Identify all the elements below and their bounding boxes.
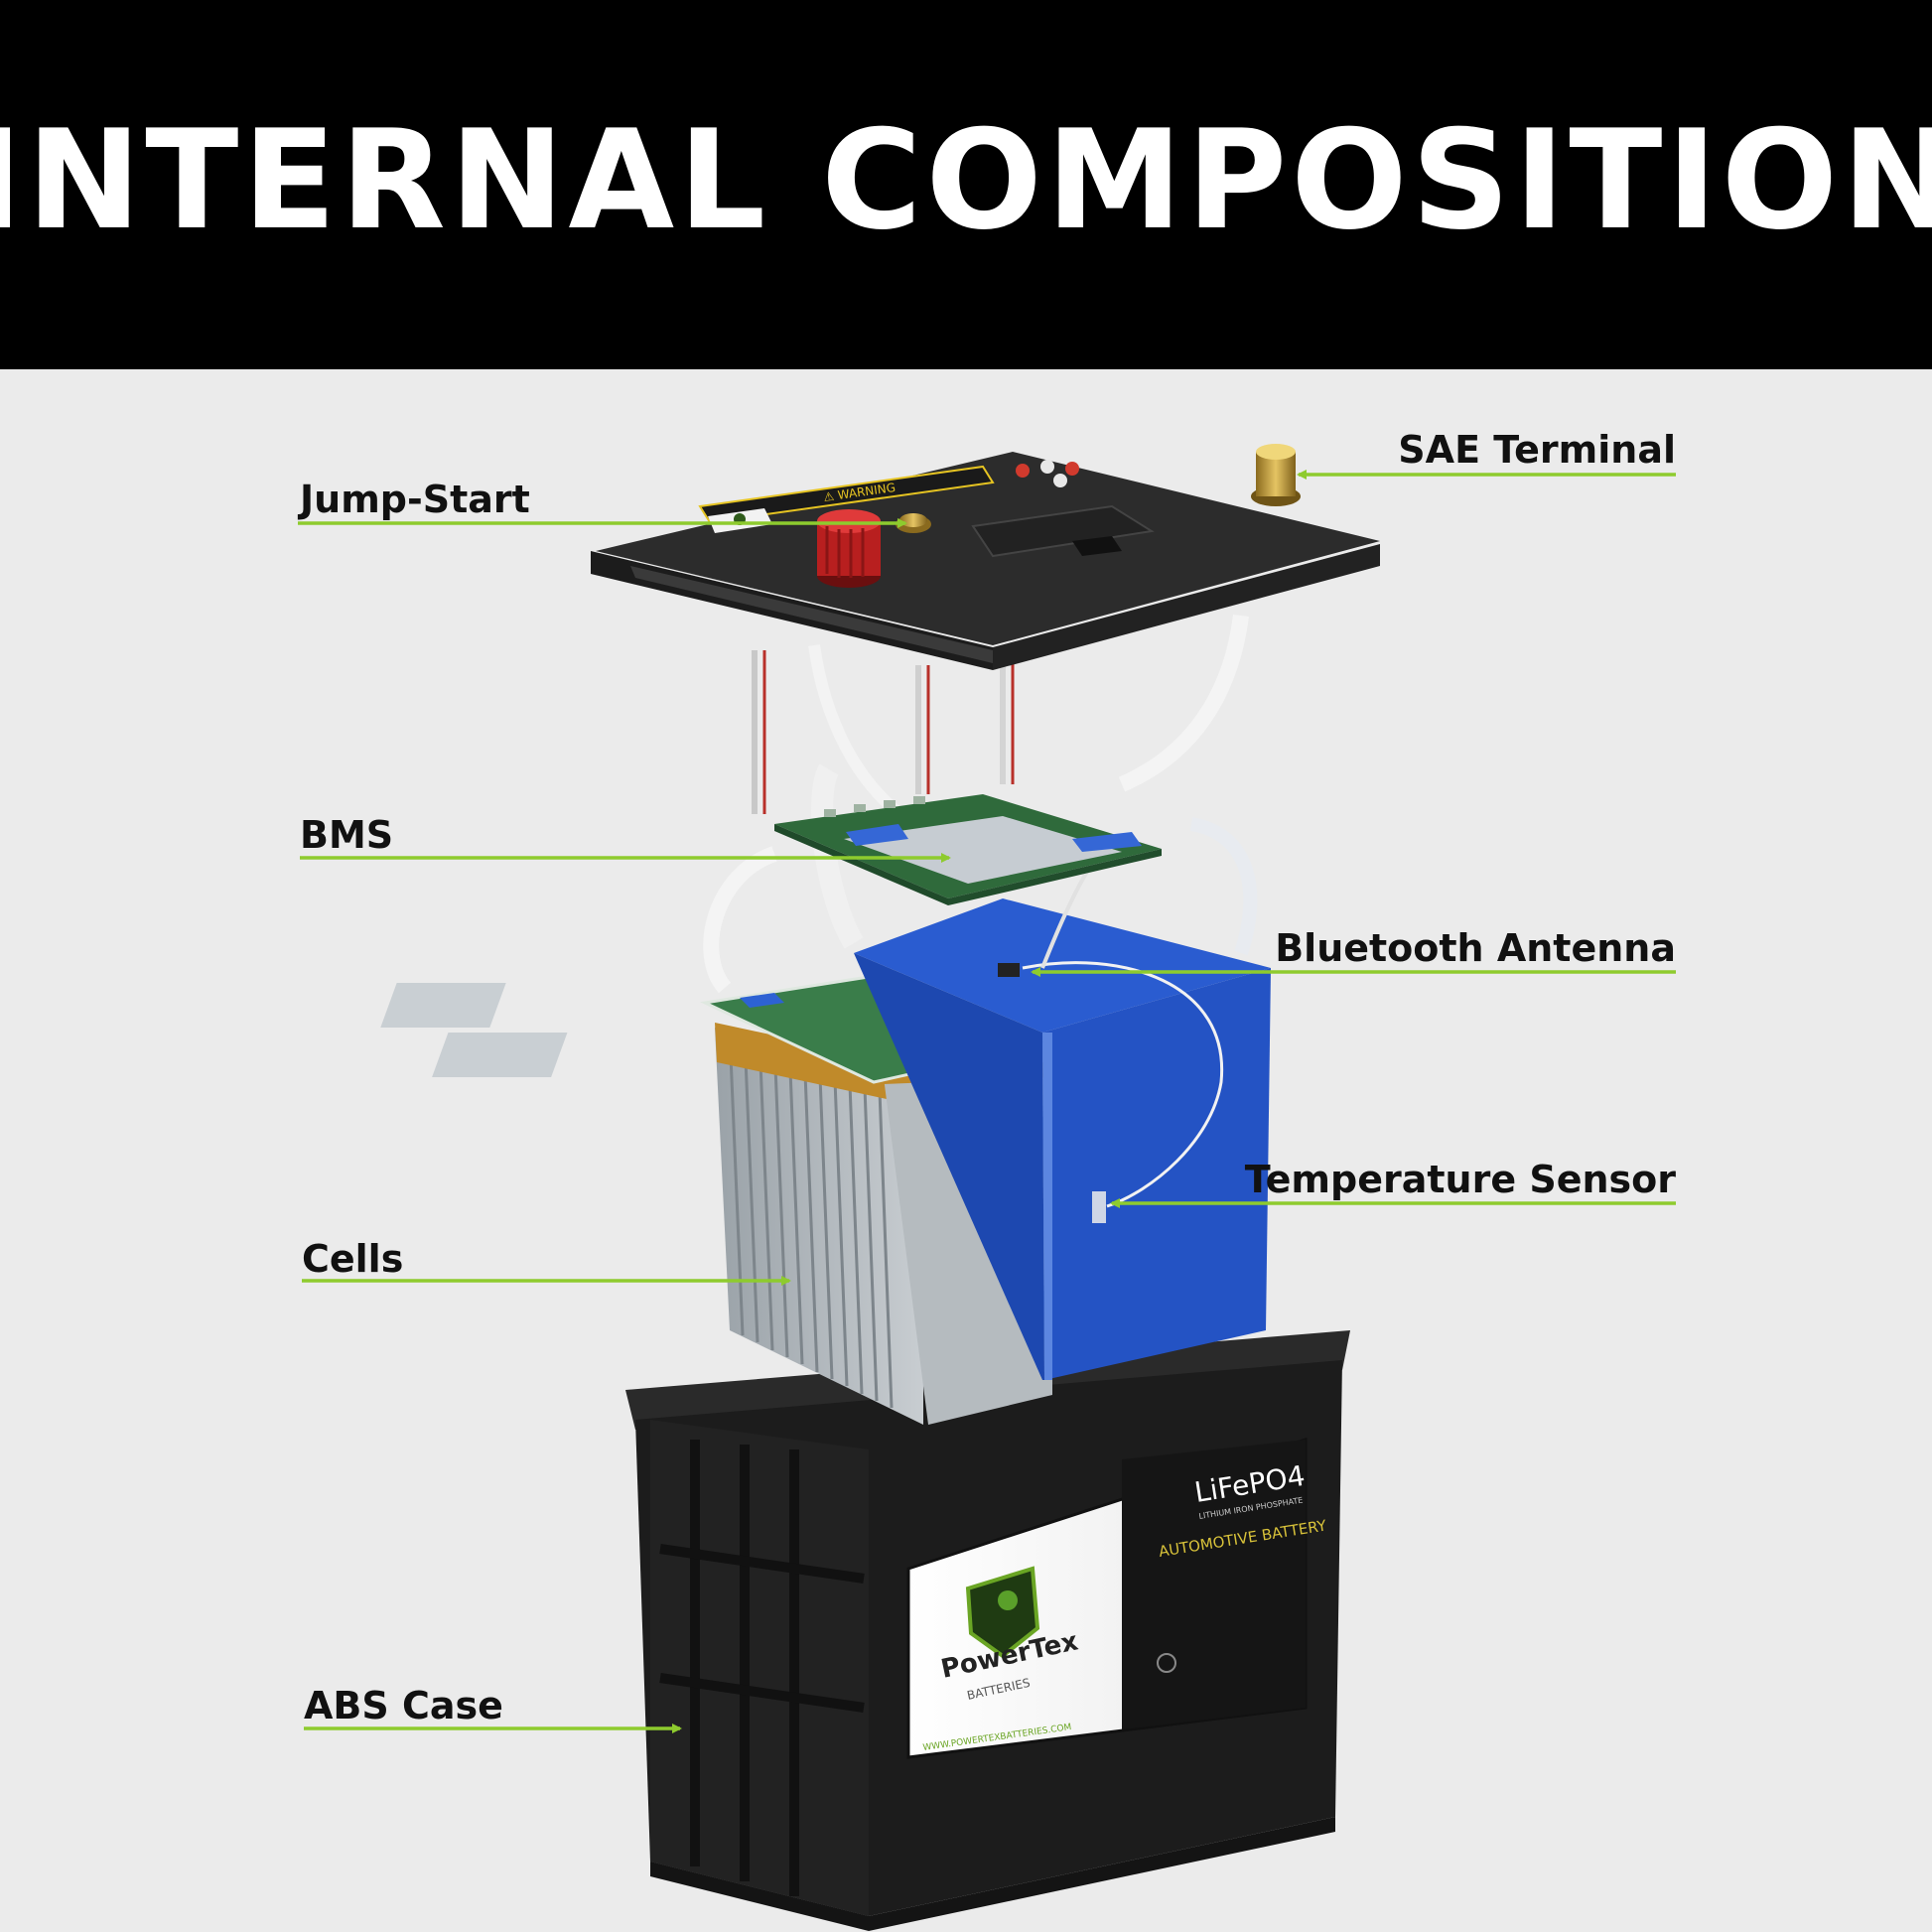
label-bms: BMS	[300, 813, 394, 857]
label-bluetooth-antenna: Bluetooth Antenna	[1275, 926, 1676, 970]
bms-board	[774, 794, 1162, 905]
label-jump-start: Jump-Start	[300, 478, 530, 521]
sae-terminal-icon	[1251, 444, 1301, 506]
blue-module	[854, 898, 1271, 1380]
temperature-sensor-pad	[1092, 1191, 1106, 1223]
bluetooth-antenna-module	[998, 963, 1020, 977]
header-bar: INTERNAL COMPOSITION	[0, 0, 1932, 369]
label-temperature-sensor: Temperature Sensor	[1244, 1158, 1676, 1201]
label-sae-terminal: SAE Terminal	[1398, 428, 1676, 472]
positive-terminal-icon	[817, 509, 881, 588]
page-title: INTERNAL COMPOSITION	[0, 99, 1932, 260]
battery-lid: ⚠ WARNING	[591, 444, 1380, 670]
recycle-icon	[1157, 1653, 1176, 1673]
label-cells: Cells	[302, 1237, 404, 1281]
leader-lines	[298, 470, 1676, 1733]
dino-logo-icon	[965, 1566, 1040, 1659]
lid-indicator-buttons	[1016, 460, 1079, 487]
label-abs-case: ABS Case	[304, 1684, 503, 1727]
abs-case: PowerTex BATTERIES LiFePO4 LITHIUM IRON …	[625, 1330, 1350, 1931]
